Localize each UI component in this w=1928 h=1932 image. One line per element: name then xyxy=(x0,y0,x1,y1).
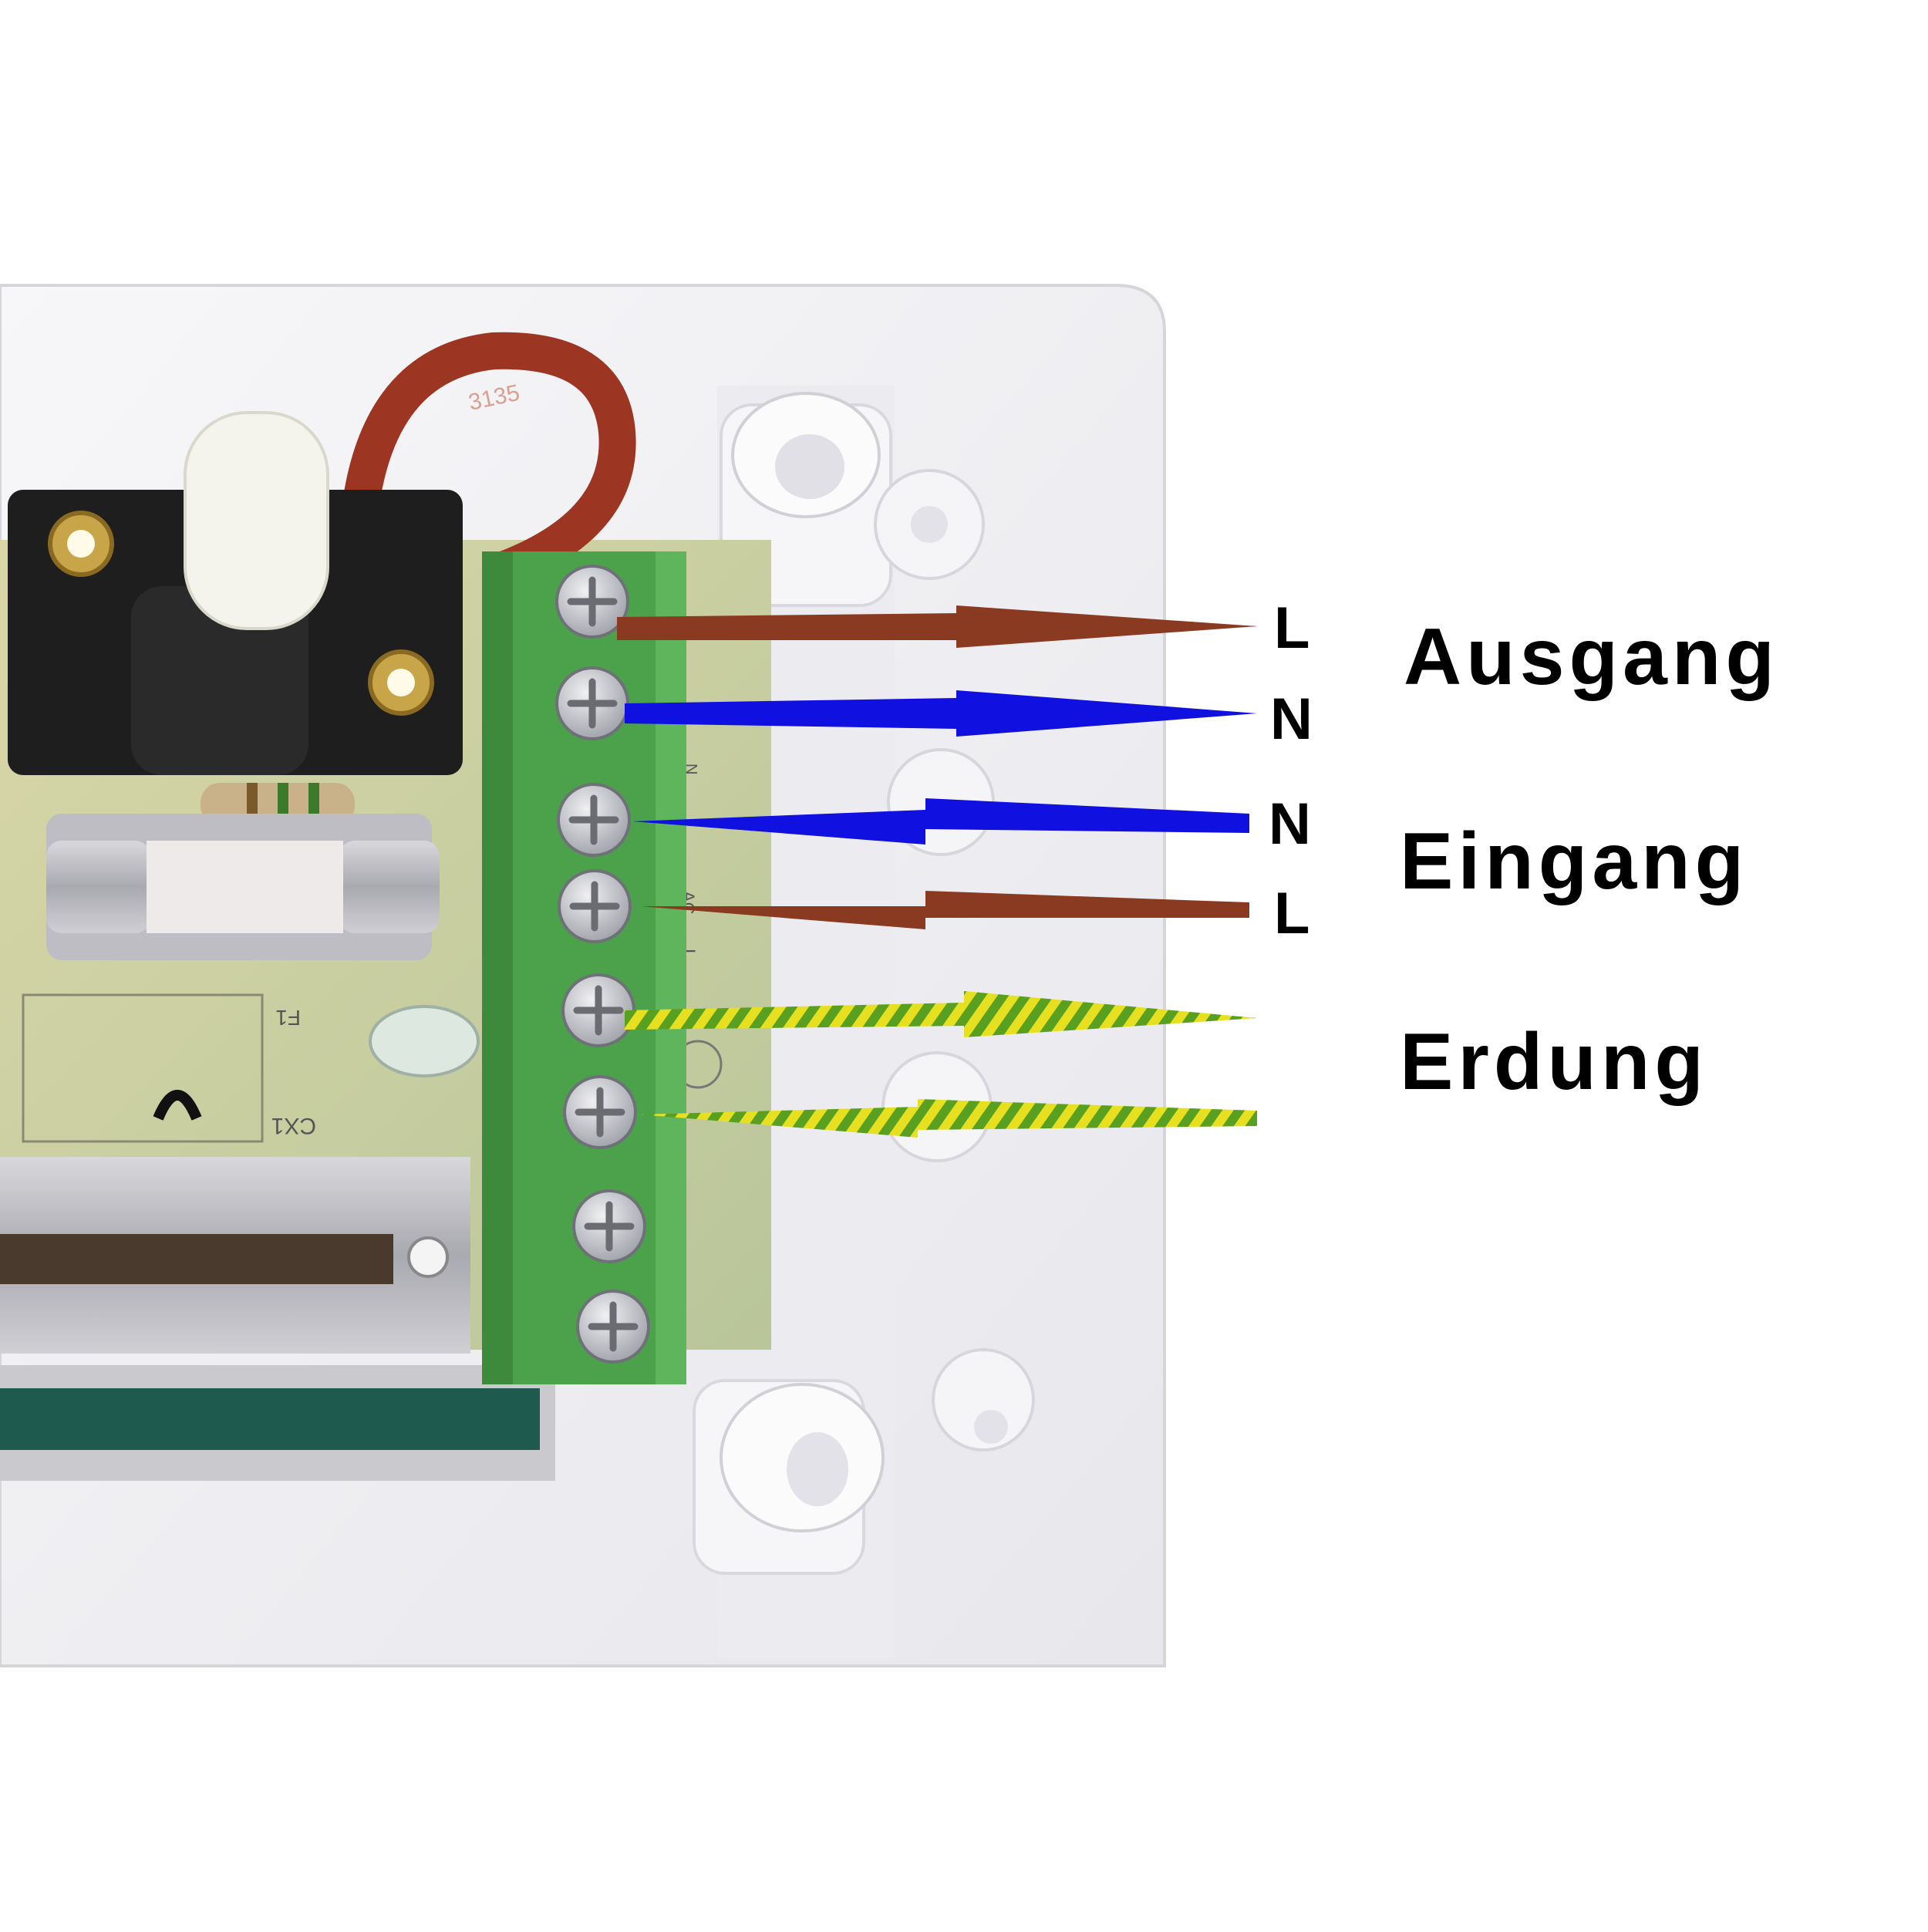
terminal-screws xyxy=(555,565,650,1364)
wire-input-l xyxy=(640,891,1249,929)
rocker-switch xyxy=(8,490,463,775)
screw-slot xyxy=(569,881,620,932)
glass-fuse xyxy=(46,814,440,960)
pcb-bridge-wire xyxy=(153,1090,202,1121)
label-output-n: N xyxy=(1270,686,1313,752)
screw-slot xyxy=(568,794,619,845)
screw-slot xyxy=(588,1301,639,1352)
mounting-boss-top xyxy=(720,392,892,607)
pcb-fuse-ref: F1 xyxy=(275,1006,301,1030)
wire-input-n xyxy=(632,798,1249,845)
pcb-capacitor-ref: CX1 xyxy=(271,1113,316,1138)
switch-knob xyxy=(184,411,329,630)
group-label-output: Ausgang xyxy=(1404,612,1779,702)
screw-slot xyxy=(573,985,624,1036)
screw-slot xyxy=(575,1087,625,1138)
label-output-l: L xyxy=(1274,595,1310,661)
red-cable xyxy=(344,332,636,589)
wire-earth-1 xyxy=(625,991,1257,1037)
label-input-n: N xyxy=(1269,791,1311,857)
label-input-l: L xyxy=(1274,881,1310,946)
pcb-n-mark: N xyxy=(683,764,699,774)
wire-output-l xyxy=(617,605,1257,648)
glow-lamp xyxy=(369,1005,480,1077)
screw-slot xyxy=(584,1201,635,1252)
screw-slot xyxy=(567,678,618,729)
slider-potentiometer xyxy=(0,1157,555,1481)
mounting-boss-bottom xyxy=(693,1379,885,1575)
group-label-earth: Erdung xyxy=(1400,1017,1708,1107)
wire-earth-2 xyxy=(640,1099,1257,1138)
screw-slot xyxy=(567,576,618,627)
wire-output-n xyxy=(625,690,1257,737)
group-label-input: Eingang xyxy=(1400,817,1749,906)
